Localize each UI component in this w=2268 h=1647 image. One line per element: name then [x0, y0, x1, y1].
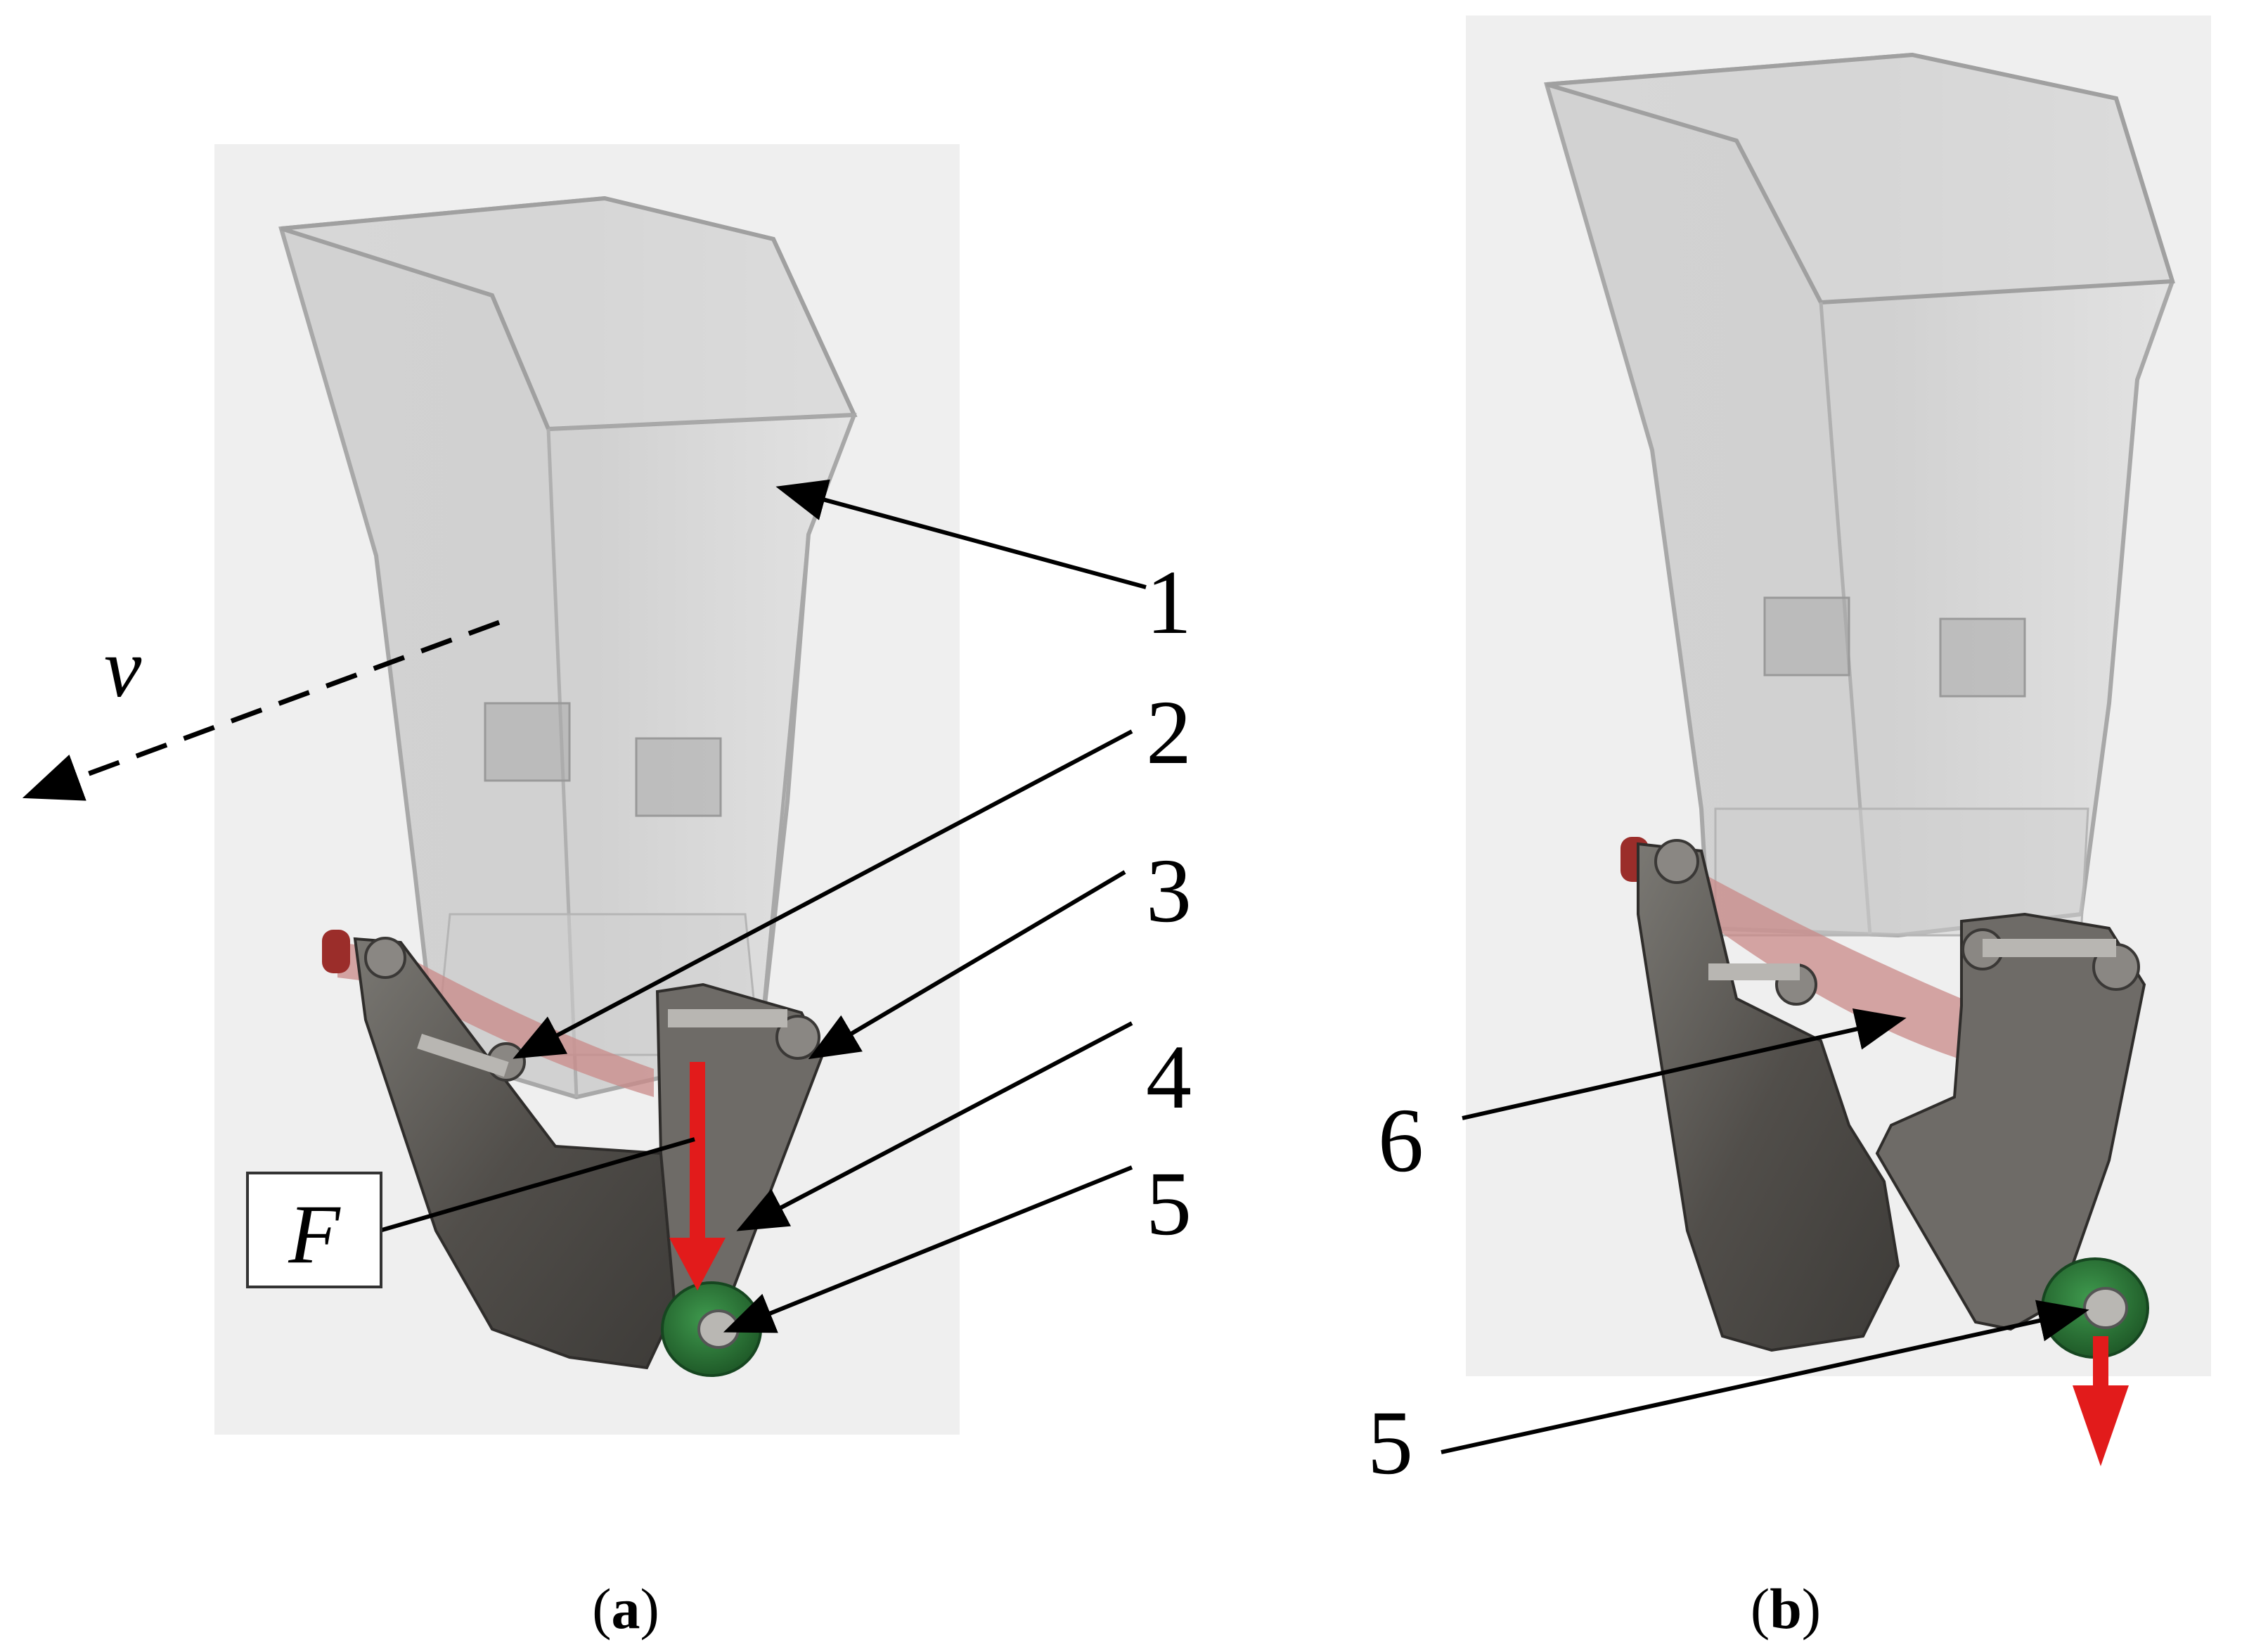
bracket-right-b	[1875, 912, 2146, 1331]
bracket-left-b	[1637, 839, 1900, 1352]
callout-6: 6	[1378, 1090, 1424, 1191]
callout-5: 5	[1146, 1153, 1192, 1255]
leader-2	[513, 729, 1133, 1059]
leader-6	[1462, 1008, 1907, 1120]
leader-3	[808, 870, 1126, 1060]
callout-4: 4	[1146, 1027, 1192, 1128]
panel-a: v 1 2 3 4 5 F (a)	[22, 144, 1192, 1641]
callout-leaders-b	[1441, 1008, 2089, 1454]
callout-3: 3	[1146, 840, 1192, 942]
tension-band-b	[1638, 844, 1969, 1062]
force-label: F	[288, 1187, 341, 1281]
force-arrow-b	[2073, 1336, 2129, 1466]
callout-leaders-a	[379, 479, 1147, 1333]
callout-5b: 5	[1367, 1392, 1413, 1494]
leader-F	[379, 1137, 695, 1233]
bracket-left-a	[353, 937, 677, 1370]
callout-1: 1	[1146, 552, 1192, 653]
callout-2: 2	[1146, 682, 1192, 783]
hopper-b	[1544, 52, 2175, 938]
force-arrow-a	[669, 1062, 726, 1290]
velocity-arrow	[22, 620, 501, 801]
leader-4	[736, 1021, 1133, 1231]
velocity-label: v	[104, 621, 142, 714]
end-cap-a	[322, 930, 350, 973]
leader-1	[775, 479, 1147, 589]
caption-b: (b)	[1751, 1577, 1821, 1641]
roller-a	[661, 1281, 762, 1377]
panel-b: 6 5 (b)	[1367, 15, 2211, 1641]
leader-5b	[1441, 1300, 2089, 1454]
leader-5	[723, 1165, 1133, 1333]
force-label-box	[246, 1172, 382, 1288]
caption-a: (a)	[592, 1577, 659, 1641]
